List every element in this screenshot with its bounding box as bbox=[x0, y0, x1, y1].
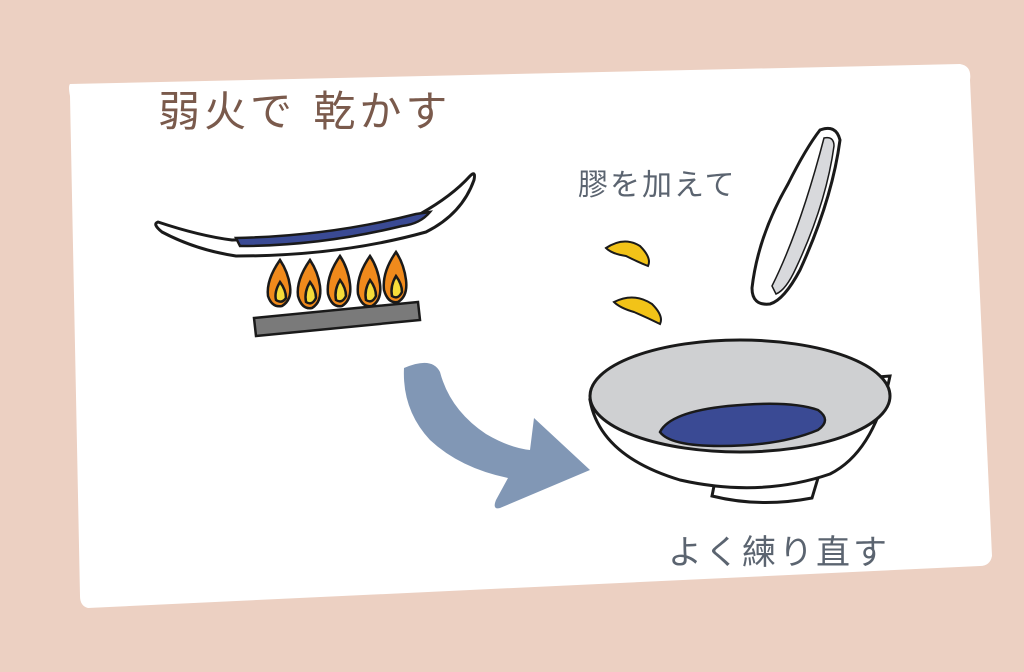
spatula-icon bbox=[750, 126, 842, 306]
step-add-glue-label: 膠を加えて bbox=[578, 168, 737, 203]
burner-icon bbox=[252, 300, 422, 338]
step-knead-label: よく練り直す bbox=[668, 533, 890, 573]
glue-drop-icon bbox=[612, 296, 662, 326]
bowl-icon bbox=[588, 338, 892, 505]
dish-icon bbox=[154, 172, 476, 258]
arrow-icon bbox=[403, 362, 590, 509]
step-dry-label: 弱火で 乾かす bbox=[158, 87, 452, 136]
glue-drop-icon bbox=[604, 240, 650, 268]
flame-icon bbox=[266, 249, 408, 310]
